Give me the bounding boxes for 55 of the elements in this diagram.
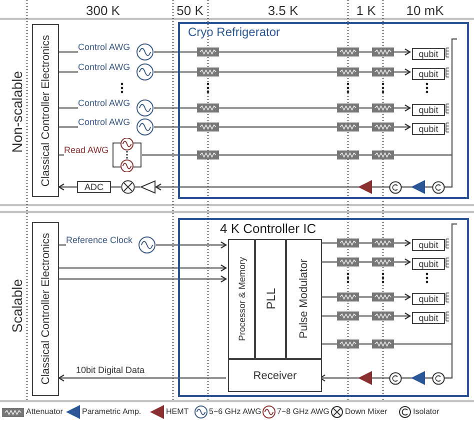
controller-block: Classical Controller Electronics bbox=[32, 24, 59, 197]
panel-label: Non-scalable bbox=[9, 71, 25, 153]
arrow bbox=[58, 374, 226, 382]
controller-block: Classical Controller Electronics bbox=[32, 222, 59, 396]
temperature-label: 1 K bbox=[356, 3, 376, 18]
temperature-label: 50 K bbox=[176, 3, 204, 18]
qubit-block: qubit bbox=[412, 258, 445, 270]
qubit-block: qubit bbox=[412, 104, 445, 116]
arrow bbox=[59, 264, 227, 272]
source-label: Reference Clock bbox=[66, 235, 133, 245]
connector-line bbox=[59, 126, 78, 128]
feed-line bbox=[451, 223, 457, 344]
qubit-block: qubit bbox=[412, 312, 445, 324]
connector-line bbox=[59, 51, 78, 53]
qubit-block: qubit bbox=[412, 48, 445, 60]
legend-label: Isolator bbox=[413, 407, 440, 416]
source-label: Control AWG bbox=[78, 98, 130, 108]
legend-label: Parametric Amp. bbox=[82, 407, 142, 416]
circuit-block: PLL bbox=[255, 239, 286, 359]
arrow bbox=[59, 275, 227, 283]
legend-label: Down Mixer bbox=[345, 407, 388, 416]
source-label: Control AWG bbox=[78, 117, 130, 127]
feed-line bbox=[451, 38, 457, 155]
connector-line bbox=[111, 186, 121, 188]
temperature-label: 10 mK bbox=[406, 3, 444, 18]
panel-label: Scalable bbox=[9, 279, 25, 333]
temperature-label: 300 K bbox=[86, 3, 120, 18]
converter-block: ADC bbox=[77, 181, 111, 193]
connector-line bbox=[59, 71, 78, 73]
arrow bbox=[58, 183, 77, 191]
qubit-block: qubit bbox=[412, 68, 445, 80]
legend-label: HEMT bbox=[166, 407, 189, 416]
circuit-block: Processor & Memory bbox=[228, 239, 255, 359]
source-label: Control AWG bbox=[78, 62, 130, 72]
frame-title: 4 K Controller IC bbox=[220, 221, 316, 236]
arrow bbox=[142, 154, 453, 191]
source-label: Read AWG bbox=[64, 145, 109, 155]
temperature-label: 3.5 K bbox=[268, 3, 298, 18]
legend-label: 5~6 GHz AWG bbox=[209, 407, 262, 416]
enclosure-frame bbox=[178, 22, 469, 199]
circuit-block: Pulse Modulator bbox=[286, 239, 322, 359]
source-label: Control AWG bbox=[78, 42, 130, 52]
amplifier-icon bbox=[140, 180, 156, 194]
circuit-block: Receiver bbox=[228, 359, 322, 392]
qubit-block: qubit bbox=[412, 123, 445, 135]
frame-title: Cryo Refrigerator bbox=[188, 25, 280, 39]
enclosure-frame bbox=[178, 218, 469, 397]
connector-line bbox=[59, 107, 78, 109]
edge-label: 10bit Digital Data bbox=[75, 365, 146, 375]
mixer-icon bbox=[121, 180, 135, 194]
qubit-block: qubit bbox=[412, 293, 445, 305]
legend-label: 7~8 GHz AWG bbox=[277, 407, 330, 416]
arrow bbox=[156, 241, 227, 249]
legend-label: Attenuator bbox=[26, 407, 63, 416]
qubit-block: qubit bbox=[412, 239, 445, 251]
